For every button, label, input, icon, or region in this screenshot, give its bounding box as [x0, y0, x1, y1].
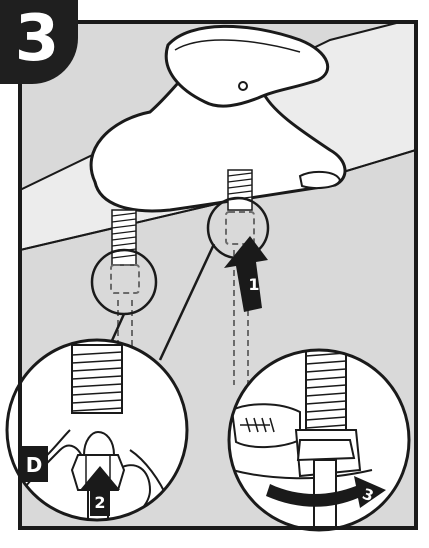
part-d-label: D: [26, 453, 43, 477]
step-number: 3: [15, 7, 60, 71]
arrow-1-label: 1: [248, 275, 259, 294]
arrow-2-label: 2: [94, 493, 105, 512]
mounting-nut: [298, 440, 354, 460]
threaded-shank-left: [112, 210, 136, 265]
threaded-shank-right: [228, 170, 252, 210]
